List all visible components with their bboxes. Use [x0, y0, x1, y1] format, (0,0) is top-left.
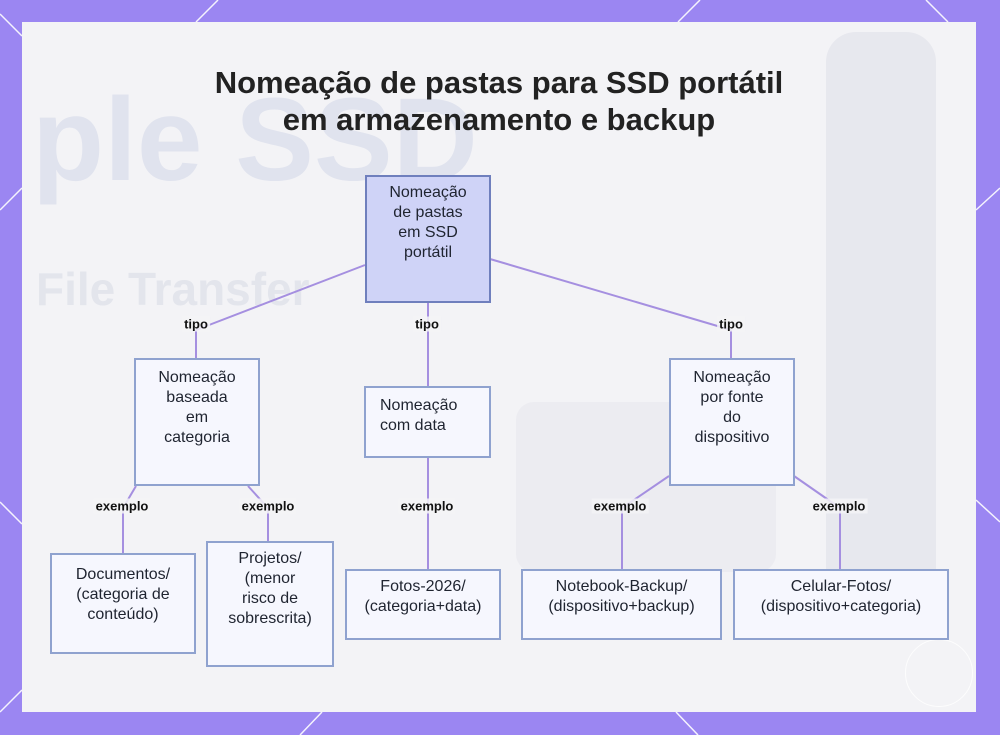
node-text: Documentos/ [75, 566, 171, 583]
node-text: (dispositivo+backup) [548, 598, 695, 615]
node-text: Nomeação [158, 369, 236, 386]
diagram-title: Nomeação de pastas para SSD portátil em … [22, 64, 976, 138]
node-text: em [185, 409, 209, 426]
node-text: dispositivo [694, 429, 770, 446]
edge-label-exemplo: exemplo [398, 498, 456, 514]
node-example-celular-fotos: Celular-Fotos/ (dispositivo+categoria) [733, 569, 949, 640]
background-shape [826, 32, 936, 632]
edge-root-dev [489, 258, 732, 331]
title-line: em armazenamento e backup [282, 102, 716, 137]
node-text: Nomeação [380, 397, 458, 414]
edge-label-exemplo: exemplo [239, 498, 297, 514]
node-example-fotos-2026: Fotos-2026/ (categoria+data) [345, 569, 501, 640]
node-text: Nomeação [693, 369, 771, 386]
node-text: (menor [244, 570, 296, 587]
edge-label-exemplo: exemplo [810, 498, 868, 514]
edge-root-cat [195, 264, 366, 331]
edge-label-exemplo: exemplo [93, 498, 151, 514]
node-text: (categoria+data) [364, 598, 482, 615]
node-text: em SSD [398, 224, 458, 241]
node-text: (dispositivo+categoria) [760, 598, 922, 615]
node-text: Nomeação [389, 184, 467, 201]
node-text: Projetos/ [238, 550, 302, 567]
edge-label-tipo: tipo [717, 316, 745, 332]
edge-label-tipo: tipo [182, 316, 210, 332]
node-text: baseada [166, 389, 228, 406]
title-line: Nomeação de pastas para SSD portátil [214, 65, 784, 100]
node-text: (categoria de [76, 586, 170, 603]
node-text: do [723, 409, 741, 426]
node-text: sobrescrita) [228, 610, 312, 627]
node-text: Notebook-Backup/ [555, 578, 688, 595]
edge-label-tipo: tipo [413, 316, 441, 332]
node-category-naming: Nomeação baseada em categoria [134, 358, 260, 486]
node-text: de pastas [393, 204, 463, 221]
node-example-projetos: Projetos/ (menor risco de sobrescrita) [206, 541, 334, 667]
node-text: com data [380, 417, 446, 434]
node-text: categoria [164, 429, 230, 446]
background-text: File Transfer [36, 263, 310, 315]
node-device-naming: Nomeação por fonte do dispositivo [669, 358, 795, 486]
node-date-naming: Nomeação com data [364, 386, 491, 458]
node-text: portátil [403, 244, 453, 261]
node-text: por fonte [700, 389, 764, 406]
node-example-documentos: Documentos/ (categoria de conteúdo) [50, 553, 196, 654]
node-text: risco de [241, 590, 299, 607]
node-root: Nomeação de pastas em SSD portátil [365, 175, 491, 303]
edge-label-exemplo: exemplo [591, 498, 649, 514]
node-text: Fotos-2026/ [380, 578, 466, 595]
node-text: Celular-Fotos/ [790, 578, 892, 595]
node-example-notebook-backup: Notebook-Backup/ (dispositivo+backup) [521, 569, 722, 640]
node-text: conteúdo) [87, 606, 159, 623]
